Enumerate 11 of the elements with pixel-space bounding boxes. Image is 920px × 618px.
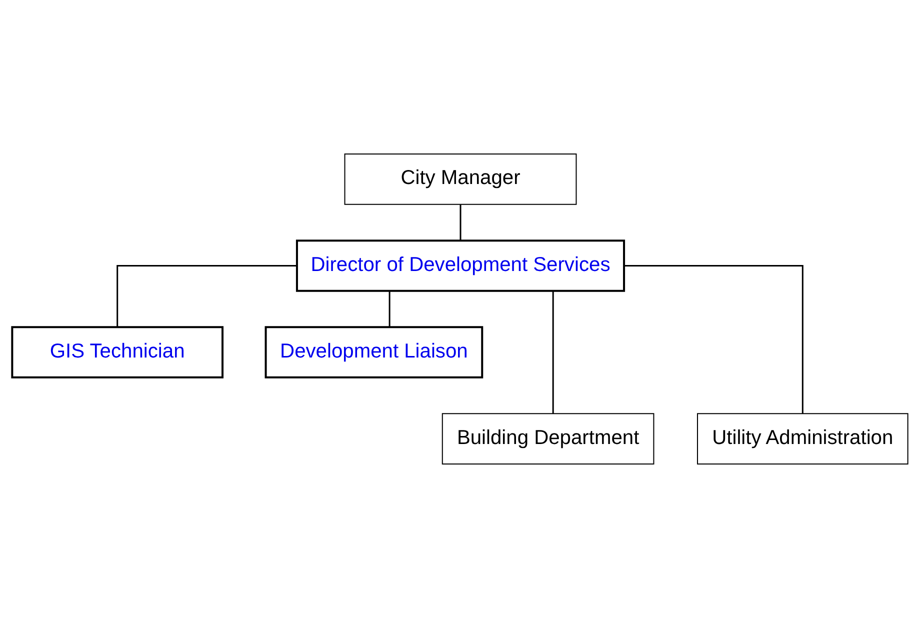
node-box: GIS Technician [11,326,224,378]
connector [552,290,554,414]
node-box: Utility Administration [697,413,908,464]
connector [624,264,804,414]
connector [388,291,390,327]
node-box: Development Liaison [264,326,484,378]
node-box: Director of Development Services [296,240,626,292]
node-box: City Manager [344,154,577,205]
connector [116,264,297,327]
connector [460,204,462,240]
node-box: Building Department [442,413,654,464]
